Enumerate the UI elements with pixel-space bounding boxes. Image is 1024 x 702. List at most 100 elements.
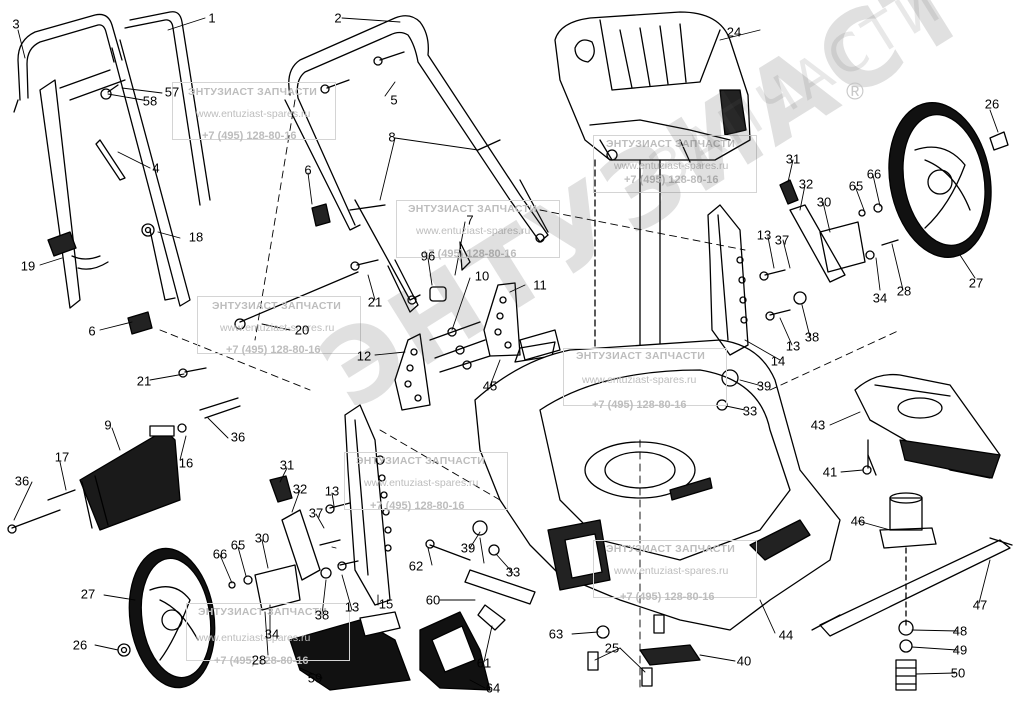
blade-assembly — [811, 492, 1013, 691]
height-plates — [394, 282, 556, 411]
callout-31b: 31 — [279, 457, 295, 473]
watermark-company: ЭНТУЗИАСТ ЗАПЧАСТИ — [576, 350, 706, 362]
callout-13c: 13 — [324, 483, 340, 499]
callout-13b: 13 — [785, 338, 801, 354]
callout-28a: 28 — [896, 283, 912, 299]
callout-66a: 66 — [866, 166, 882, 182]
watermark-box — [197, 296, 361, 354]
callout-43: 43 — [810, 417, 826, 433]
callout-63: 63 — [548, 626, 564, 642]
callout-16: 16 — [178, 455, 194, 471]
callout-19: 19 — [20, 258, 36, 274]
callout-6b: 6 — [88, 323, 96, 339]
callout-47: 47 — [972, 597, 988, 613]
callout-33b: 33 — [505, 564, 521, 580]
callout-39b: 39 — [460, 540, 476, 556]
callout-62: 62 — [408, 558, 424, 574]
callout-9: 9 — [104, 417, 112, 433]
watermark-box — [186, 603, 350, 661]
callout-8: 8 — [388, 129, 396, 145]
mower-deck — [474, 329, 841, 631]
callout-41: 41 — [822, 464, 838, 480]
callout-6a: 6 — [304, 162, 312, 178]
callout-36b: 36 — [14, 473, 30, 489]
callout-66b: 66 — [212, 546, 228, 562]
callout-34a: 34 — [872, 290, 888, 306]
callout-59: 59 — [307, 670, 323, 686]
callout-64: 64 — [485, 680, 501, 696]
callout-21a: 21 — [367, 294, 383, 310]
watermark-website: www.entuziast-spares.ru — [364, 477, 479, 489]
watermark-phone: +7 (495) 128-80-16 — [202, 130, 297, 142]
callout-65b: 65 — [230, 537, 246, 553]
callout-30a: 30 — [816, 194, 832, 210]
callout-13d: 13 — [344, 599, 360, 615]
callout-20: 20 — [294, 322, 310, 338]
callout-48: 48 — [952, 623, 968, 639]
watermark-phone: +7 (495) 128-80-16 — [624, 174, 719, 186]
watermark-website: www.entuziast-spares.ru — [416, 225, 531, 237]
callout-3: 3 — [12, 16, 20, 32]
left-adjuster-bracket — [228, 404, 392, 611]
watermark-website: www.entuziast-spares.ru — [614, 565, 729, 577]
leader-lines — [13, 17, 999, 689]
rear-flap — [7, 397, 241, 534]
callout-60: 60 — [425, 592, 441, 608]
callout-50: 50 — [950, 665, 966, 681]
callout-7: 7 — [466, 212, 474, 228]
callout-38b: 38 — [314, 607, 330, 623]
callout-31a: 31 — [785, 151, 801, 167]
lower-handle — [284, 15, 549, 313]
watermark-company: ЭНТУЗИАСТ ЗАПЧАСТИ — [198, 606, 328, 618]
callout-11: 11 — [533, 277, 547, 293]
callout-26a: 26 — [984, 96, 1000, 112]
callout-61: 61 — [476, 655, 492, 671]
callout-1: 1 — [208, 10, 216, 26]
watermark-website: www.entuziast-spares.ru — [582, 374, 697, 386]
callout-13a: 13 — [756, 227, 772, 243]
watermark-website: www.entuziast-spares.ru — [196, 108, 311, 120]
callout-37a: 37 — [774, 232, 790, 248]
right-adjuster-bracket — [707, 179, 899, 411]
callout-58: 58 — [142, 93, 158, 109]
watermark-company: ЭНТУЗИАСТ ЗАПЧАСТИ — [212, 300, 342, 312]
callout-36a: 36 — [230, 429, 246, 445]
right-wheel — [888, 102, 1009, 258]
registered-mark: ® — [846, 78, 864, 106]
callout-12: 12 — [356, 348, 372, 364]
watermark-company: ЭНТУЗИАСТ ЗАПЧАСТИ — [188, 86, 318, 98]
callout-45: 45 — [482, 378, 498, 394]
watermark-box — [172, 82, 336, 140]
callout-14: 14 — [770, 353, 786, 369]
callout-39a: 39 — [756, 378, 772, 394]
watermark-phone: +7 (495) 128-80-16 — [620, 591, 715, 603]
callout-17: 17 — [54, 449, 70, 465]
watermark-box — [563, 348, 727, 406]
watermark-box — [593, 540, 757, 598]
callout-28b: 28 — [251, 652, 267, 668]
watermark-company: ЭНТУЗИАСТ ЗАПЧАСТИ — [606, 543, 736, 555]
callout-65a: 65 — [848, 178, 864, 194]
mulch-plugs — [289, 454, 877, 691]
callout-27a: 27 — [968, 275, 984, 291]
left-wheel — [117, 547, 216, 689]
watermark-website: www.entuziast-spares.ru — [614, 160, 729, 172]
callout-34b: 34 — [264, 626, 280, 642]
watermark-box — [396, 200, 560, 258]
callout-46: 46 — [850, 513, 866, 529]
callout-44: 44 — [778, 627, 794, 643]
watermark-company: ЭНТУЗИАСТ ЗАПЧАСТИ — [606, 138, 736, 150]
callout-57: 57 — [164, 84, 180, 100]
watermark-website: www.entuziast-spares.ru — [220, 322, 335, 334]
watermark-phone: +7 (495) 128-80-16 — [422, 248, 517, 260]
callout-96: 96 — [420, 248, 436, 264]
callout-32b: 32 — [292, 481, 308, 497]
callout-5: 5 — [390, 92, 398, 108]
watermark-company: ЭНТУЗИАСТ ЗАПЧАСТИ — [408, 203, 538, 215]
callout-40: 40 — [736, 653, 752, 669]
watermark-box — [344, 452, 508, 510]
callout-32a: 32 — [798, 176, 814, 192]
callout-37b: 37 — [308, 505, 324, 521]
callout-4: 4 — [152, 160, 160, 176]
